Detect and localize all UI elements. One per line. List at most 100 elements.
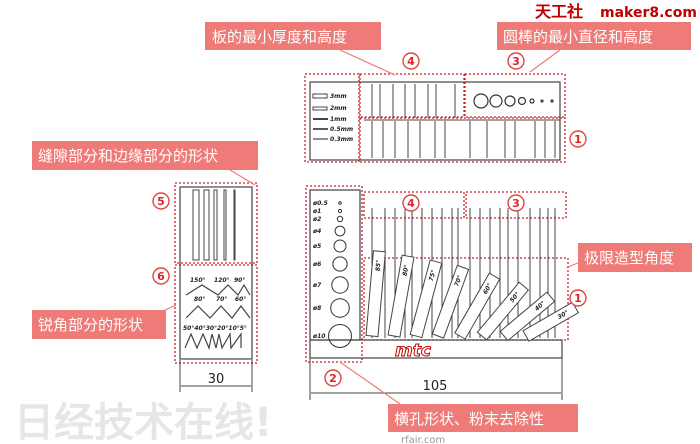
thickness-labels: 3mm 2mm 1mm 0.5mm 0.3mm [312,93,353,143]
cross-hole-circle [332,256,348,272]
mtc-logo: mtc [395,341,431,361]
gap-slot [192,189,200,261]
svg-text:60°: 60° [235,296,246,303]
tilt-angle-label: 85° [375,260,383,272]
tilted-plate-label-group: 70° [453,274,463,287]
tilted-plate-body [387,254,415,338]
width-dimension-105: 105 [423,379,448,394]
gap-slot [223,189,227,261]
svg-text:80°: 80° [194,296,205,303]
watermark-brand-url: maker8.com [600,5,697,21]
cross-hole-circle [334,225,346,237]
svg-text:1mm: 1mm [330,116,347,123]
svg-text:圆棒的最小直径和高度: 圆棒的最小直径和高度 [503,28,653,46]
svg-text:1: 1 [574,133,582,146]
tilt-angle-label: 30° [557,309,570,321]
tilt-angle-label: 70° [453,274,463,287]
svg-text:6: 6 [157,270,165,283]
label-limit-angle: 极限造型角度 [578,243,692,272]
tilted-plate-label-group: 85° [375,260,383,272]
marker-1-front: 1 [569,289,587,307]
rod-section-circle [473,93,489,109]
svg-text:120°: 120° [214,277,230,284]
svg-text:0.3mm: 0.3mm [330,136,353,143]
cross-hole-circle [338,201,342,205]
marker-2: 2 [324,369,342,387]
tilted-plate [454,272,501,340]
rod-section-circle [550,99,554,103]
svg-text:1: 1 [574,292,582,305]
watermark-text: 日经技术在线! [14,400,272,444]
tilted-plate-body [365,250,386,338]
marker-4-top: 4 [402,52,420,70]
tilted-plate-label-group: 60° [482,282,494,295]
svg-text:5: 5 [157,195,165,208]
svg-text:横孔形状、粉末去除性: 横孔形状、粉末去除性 [394,410,544,428]
tilted-plate-body [454,272,501,340]
cross-hole-circle [337,208,343,214]
svg-text:4: 4 [407,197,415,210]
tilted-plate-body [499,291,556,342]
tilt-angle-label: 60° [482,282,494,295]
label-rod-diameter: 圆棒的最小直径和高度 [497,22,691,50]
tilted-plate [522,301,580,342]
hole-diameter-label: ø6 [312,261,321,268]
svg-text:90°: 90° [234,277,245,284]
rod-section-circle [504,95,516,107]
tilted-plate-label-group: 80° [402,264,411,276]
width-dimension-30: 30 [208,372,225,387]
gap-slot [233,189,236,261]
tilted-plate [409,259,443,339]
top-view: 3mm 2mm 1mm 0.5mm 0.3mm [304,73,566,163]
rod-section-circle [489,94,503,108]
rod-section-circle [517,96,527,106]
hole-diameter-label: ø10 [312,333,325,340]
svg-text:3: 3 [512,197,520,210]
label-plate-thickness: 板的最小厚度和高度 [205,22,381,50]
cross-hole-circle [330,298,350,318]
cross-hole-circle [333,239,347,253]
hole-diameter-label: ø8 [312,305,321,312]
tilted-plate-body [522,301,580,342]
svg-text:3: 3 [512,55,520,68]
hole-diameter-label: ø5 [312,243,321,250]
svg-text:缝隙部分和边缘部分的形状: 缝隙部分和边缘部分的形状 [38,147,218,165]
tilted-plate-label-group: 75° [428,269,438,282]
svg-text:50°40°30°20°10°5°: 50°40°30°20°10°5° [183,325,247,332]
marker-5: 5 [152,192,170,210]
tilted-plate [387,254,415,338]
hole-diameter-label: ø1 [312,208,321,215]
rod-section-circle [540,99,544,103]
hole-diameter-label: ø0.5 [312,200,328,207]
hole-diameter-label: ø7 [312,282,322,289]
tilted-plate [476,281,530,341]
side-view: 150° 120° 90° 80° 70° 60° 50°40°30°20°10… [174,182,258,392]
watermark-brand: 天工社 [535,2,583,21]
tilted-plate-body [409,259,443,339]
tilted-plate-label-group: 30° [557,309,570,321]
gap-slot [213,189,218,261]
svg-text:0.5mm: 0.5mm [330,126,353,133]
cross-hole-circle [336,215,344,223]
tilt-angle-label: 80° [402,264,411,276]
marker-3-top: 3 [507,52,525,70]
tilt-angle-label: 75° [428,269,438,282]
hole-diameter-label: ø4 [312,228,321,235]
cross-hole-circle [331,276,349,294]
svg-text:3mm: 3mm [330,93,347,100]
label-cross-hole: 横孔形状、粉末去除性 [388,404,578,432]
svg-text:2: 2 [329,372,337,385]
svg-text:4: 4 [407,55,415,68]
tilted-plate [499,291,556,342]
tilted-plate [365,250,386,338]
svg-text:板的最小厚度和高度: 板的最小厚度和高度 [212,28,347,46]
marker-6: 6 [152,267,170,285]
label-gap-edge: 缝隙部分和边缘部分的形状 [32,141,258,170]
watermark-url: rfair.com [401,435,445,444]
svg-text:2mm: 2mm [330,105,347,112]
svg-text:极限造型角度: 极限造型角度 [584,249,674,267]
marker-1-top: 1 [569,130,587,148]
label-acute: 锐角部分的形状 [32,310,166,339]
